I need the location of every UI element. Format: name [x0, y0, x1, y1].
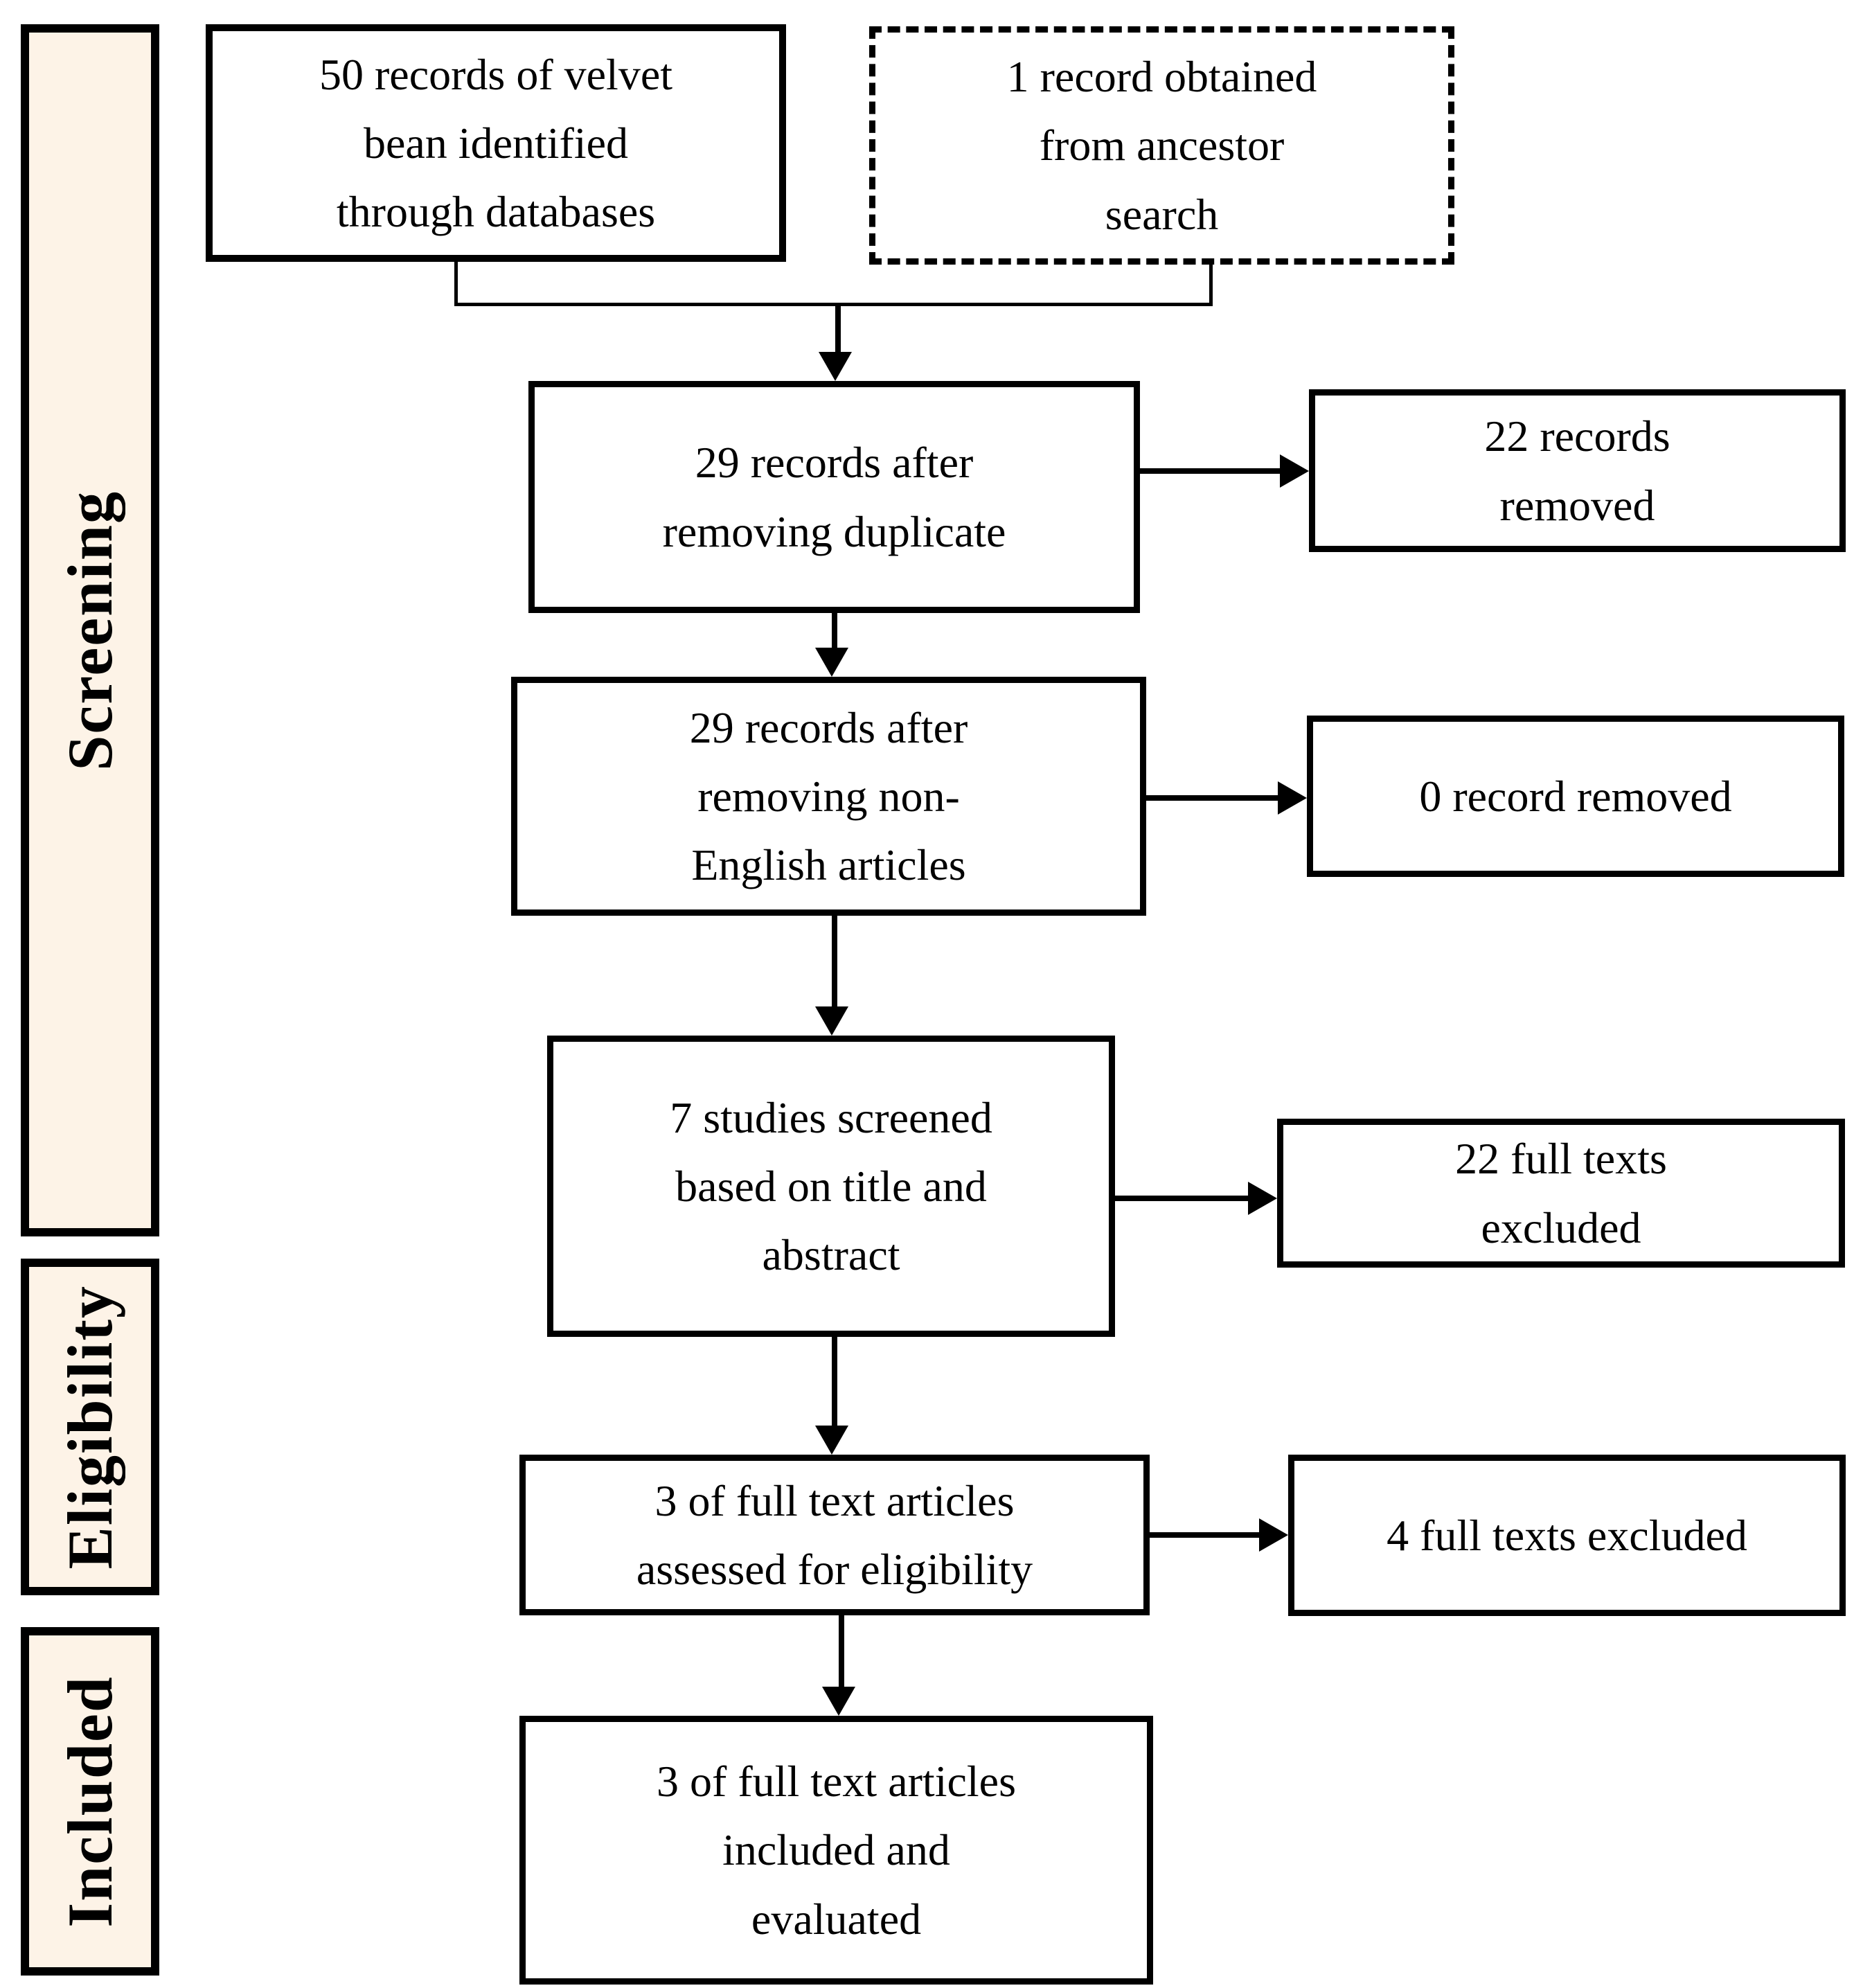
articles-included-box: 3 of full text articles included and eva…	[519, 1716, 1153, 1985]
dedup-to-nonenglish-arrow-shaft	[832, 613, 837, 648]
screened-excluded-arrow-shaft	[1115, 1196, 1248, 1201]
merge-arrow-head	[819, 352, 852, 381]
screened-to-assessed-arrow-head	[815, 1426, 848, 1455]
dedup-excluded-arrow-head	[1280, 454, 1309, 488]
dedup-to-nonenglish-arrow-head	[815, 648, 848, 677]
screened-excluded-arrow-head	[1248, 1182, 1277, 1215]
assessed-excluded-arrow-shaft	[1150, 1532, 1259, 1538]
merge-arrow-shaft	[835, 303, 841, 352]
records-identified-box: 50 records of velvet bean identified thr…	[206, 24, 786, 262]
nonenglish-to-screened-arrow-head	[815, 1006, 848, 1036]
dedup-excluded-arrow-shaft	[1140, 468, 1280, 474]
stage-screening: Screening	[21, 24, 159, 1236]
nonenglish-excluded-arrow-shaft	[1146, 795, 1278, 801]
assessed-to-included-arrow-head	[822, 1687, 855, 1716]
assessed-to-included-arrow-shaft	[839, 1615, 844, 1687]
studies-screened-box: 7 studies screened based on title and ab…	[547, 1036, 1115, 1337]
non-english-removed-box: 29 records after removing non- English a…	[511, 677, 1146, 916]
assessed-eligibility-box: 3 of full text articles assessed for eli…	[519, 1455, 1150, 1615]
merge-bracket-left-line	[454, 262, 458, 306]
screened-to-assessed-arrow-shaft	[832, 1337, 837, 1426]
stage-eligibility-label: Eligibility	[55, 1284, 125, 1570]
assessed-excluded-arrow-head	[1259, 1518, 1288, 1552]
stage-eligibility: Eligibility	[21, 1259, 159, 1595]
four-full-texts-excluded-box: 4 full texts excluded	[1288, 1455, 1846, 1616]
nonenglish-to-screened-arrow-shaft	[832, 916, 837, 1006]
zero-record-removed-box: 0 record removed	[1307, 716, 1844, 877]
merge-bracket-right-line	[1209, 265, 1213, 306]
records-removed-box: 22 records removed	[1309, 389, 1846, 552]
nonenglish-excluded-arrow-head	[1278, 781, 1307, 815]
ancestor-search-box: 1 record obtained from ancestor search	[869, 26, 1454, 265]
merge-bracket-bottom-line	[454, 303, 1213, 306]
full-texts-excluded-box: 22 full texts excluded	[1277, 1119, 1845, 1268]
stage-included-label: Included	[55, 1675, 125, 1928]
stage-included: Included	[21, 1627, 159, 1976]
stage-screening-label: Screening	[55, 490, 125, 771]
duplicates-removed-box: 29 records after removing duplicate	[528, 381, 1140, 613]
